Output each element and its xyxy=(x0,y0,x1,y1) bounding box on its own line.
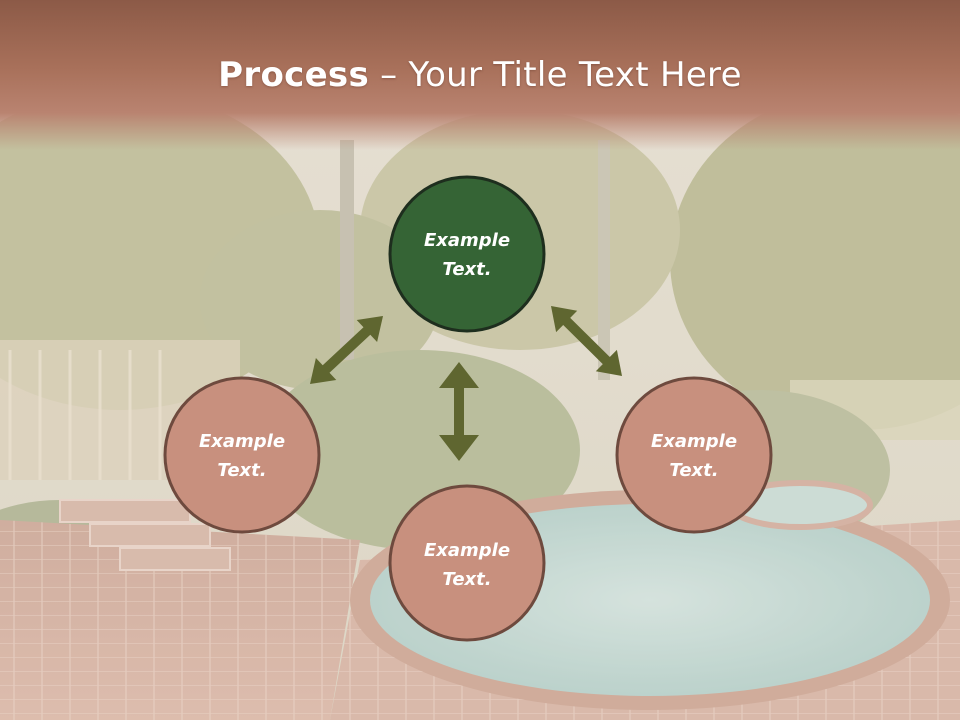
title-banner xyxy=(0,0,960,150)
node-right-line2: Text. xyxy=(669,460,718,481)
node-bottom[interactable]: Example Text. xyxy=(388,484,546,642)
title-rest: – Your Title Text Here xyxy=(369,55,742,95)
node-left-circle xyxy=(163,376,321,534)
node-right-line1: Example xyxy=(651,431,737,452)
node-top-line2: Text. xyxy=(442,259,491,280)
node-left[interactable]: Example Text. xyxy=(163,376,321,534)
slide-title: Process – Your Title Text Here xyxy=(0,52,960,98)
node-left-line2: Text. xyxy=(217,460,266,481)
title-bold: Process xyxy=(218,55,370,95)
arrow-vertical xyxy=(439,362,479,461)
node-top-circle xyxy=(388,175,546,333)
arrow-top-right xyxy=(551,306,622,376)
node-top-line1: Example xyxy=(424,230,510,251)
node-right-circle xyxy=(615,376,773,534)
node-right[interactable]: Example Text. xyxy=(615,376,773,534)
node-bottom-circle xyxy=(388,484,546,642)
node-bottom-line1: Example xyxy=(424,540,510,561)
node-bottom-line2: Text. xyxy=(442,569,491,590)
node-left-line1: Example xyxy=(199,431,285,452)
arrow-top-left xyxy=(310,316,383,384)
node-top[interactable]: Example Text. xyxy=(388,175,546,333)
